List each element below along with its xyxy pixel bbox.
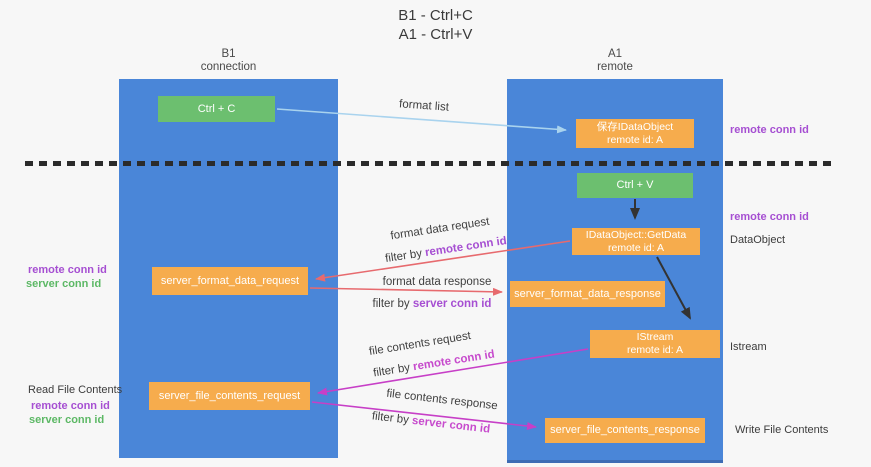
getdata-to-istream-arrow	[656, 256, 691, 320]
istream-box: IStream remote id: A	[590, 330, 720, 358]
getdata-line1: IDataObject::GetData	[585, 228, 687, 241]
read-file-contents-annotation: Read File Contents	[28, 384, 123, 396]
idataobject-getdata-box: IDataObject::GetData remote id: A	[572, 228, 700, 255]
left-remote-conn-id-annotation-1: remote conn id	[28, 264, 107, 276]
title-line-1: B1 - Ctrl+C	[398, 7, 473, 24]
ctrl-v-label: Ctrl + V	[616, 179, 654, 191]
format-list-arrow	[276, 108, 567, 134]
filter-by-text: filter by	[372, 298, 413, 310]
file-contents-request-arrow	[317, 348, 589, 396]
server-file-contents-request-box: server_file_contents_request	[149, 382, 310, 410]
save-idataobject-box: 保存IDataObject remote id: A	[576, 119, 694, 148]
server-file-contents-response-label: server_file_contents_response	[550, 424, 700, 436]
save-idataobject-line2: remote id: A	[606, 133, 664, 146]
lifeline-b1-name: B1	[221, 48, 236, 60]
format-data-request-arrow	[315, 240, 571, 282]
lifeline-header-b1: B1 connection	[119, 48, 338, 74]
server-conn-id-key: server conn id	[412, 298, 492, 310]
istream-line2: remote id: A	[626, 344, 684, 356]
server-file-contents-request-label: server_file_contents_request	[158, 389, 301, 402]
file-contents-response-arrow	[311, 401, 537, 430]
dataobject-annotation: DataObject	[730, 234, 786, 246]
lifeline-header-a1: A1 remote	[507, 48, 723, 74]
istream-annotation: Istream	[730, 341, 767, 353]
format-data-response-label: format data response	[382, 276, 492, 288]
ctrl-c-label: Ctrl + C	[197, 102, 236, 115]
save-idataobject-line1: 保存IDataObject	[596, 120, 674, 133]
server-format-data-request-label: server_format_data_request	[160, 274, 300, 287]
title-line-2: A1 - Ctrl+V	[398, 26, 473, 43]
right-remote-conn-id-annotation-2: remote conn id	[730, 211, 809, 223]
phase-separator-dashed-line	[25, 161, 832, 166]
getdata-line2: remote id: A	[607, 241, 665, 254]
right-remote-conn-id-annotation-1: remote conn id	[730, 124, 809, 136]
diagram-title: B1 - Ctrl+C A1 - Ctrl+V	[0, 6, 871, 44]
lifeline-a1-role: remote	[597, 61, 633, 73]
format-data-response-filter-label: filter by server conn id	[373, 298, 492, 310]
write-file-contents-annotation: Write File Contents	[735, 424, 829, 436]
format-data-response-arrow	[309, 287, 503, 296]
ctrl-c-box: Ctrl + C	[158, 96, 275, 122]
lifeline-b1-role: connection	[200, 61, 257, 73]
server-format-data-request-box: server_format_data_request	[152, 267, 308, 295]
server-file-contents-response-box: server_file_contents_response	[545, 418, 705, 443]
server-format-data-response-label: server_format_data_response	[514, 287, 661, 300]
left-remote-conn-id-annotation-2: remote conn id	[31, 400, 110, 412]
lifeline-a1-name: A1	[607, 48, 623, 60]
ctrl-v-box: Ctrl + V	[577, 173, 693, 198]
istream-line1: IStream	[636, 331, 674, 343]
server-format-data-response-box: server_format_data_response	[510, 281, 665, 307]
left-server-conn-id-annotation-2: server conn id	[29, 414, 105, 426]
left-server-conn-id-annotation-1: server conn id	[26, 278, 102, 290]
